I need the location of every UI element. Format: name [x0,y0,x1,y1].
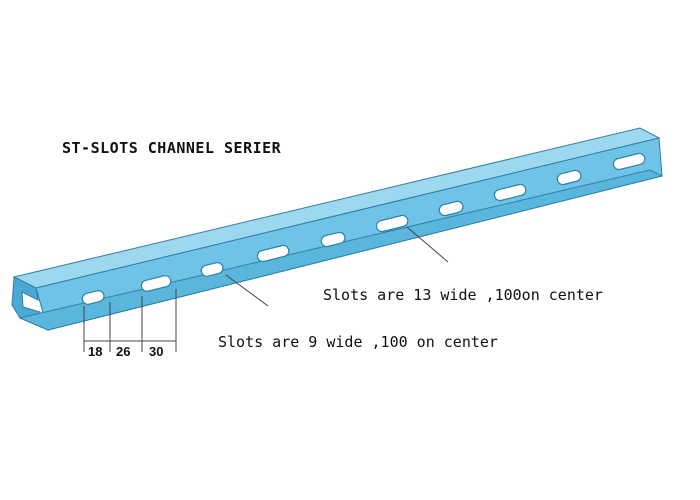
dimension-lines [83,289,177,352]
slot [438,200,464,217]
dimension-label-26: 26 [116,344,131,359]
slot-note-13-wide: Slots are 13 wide ,100on center [323,286,603,304]
slot [140,275,172,292]
channel-bottom-flange [18,169,664,331]
slot [493,183,527,202]
leader-line-9 [225,274,269,307]
slot-note-9-wide: Slots are 9 wide ,100 on center [218,333,498,351]
slot [556,169,582,186]
slot [320,231,346,248]
dimension-label-30: 30 [149,344,164,359]
slot [375,214,409,233]
slot [200,262,224,277]
slot [256,244,290,263]
slot [612,152,646,171]
leader-line-13 [406,226,449,263]
slot-row [81,152,646,305]
diagram-title: ST-SLOTS CHANNEL SERIER [62,139,282,157]
dimension-label-18: 18 [88,344,103,359]
slot [81,290,105,305]
